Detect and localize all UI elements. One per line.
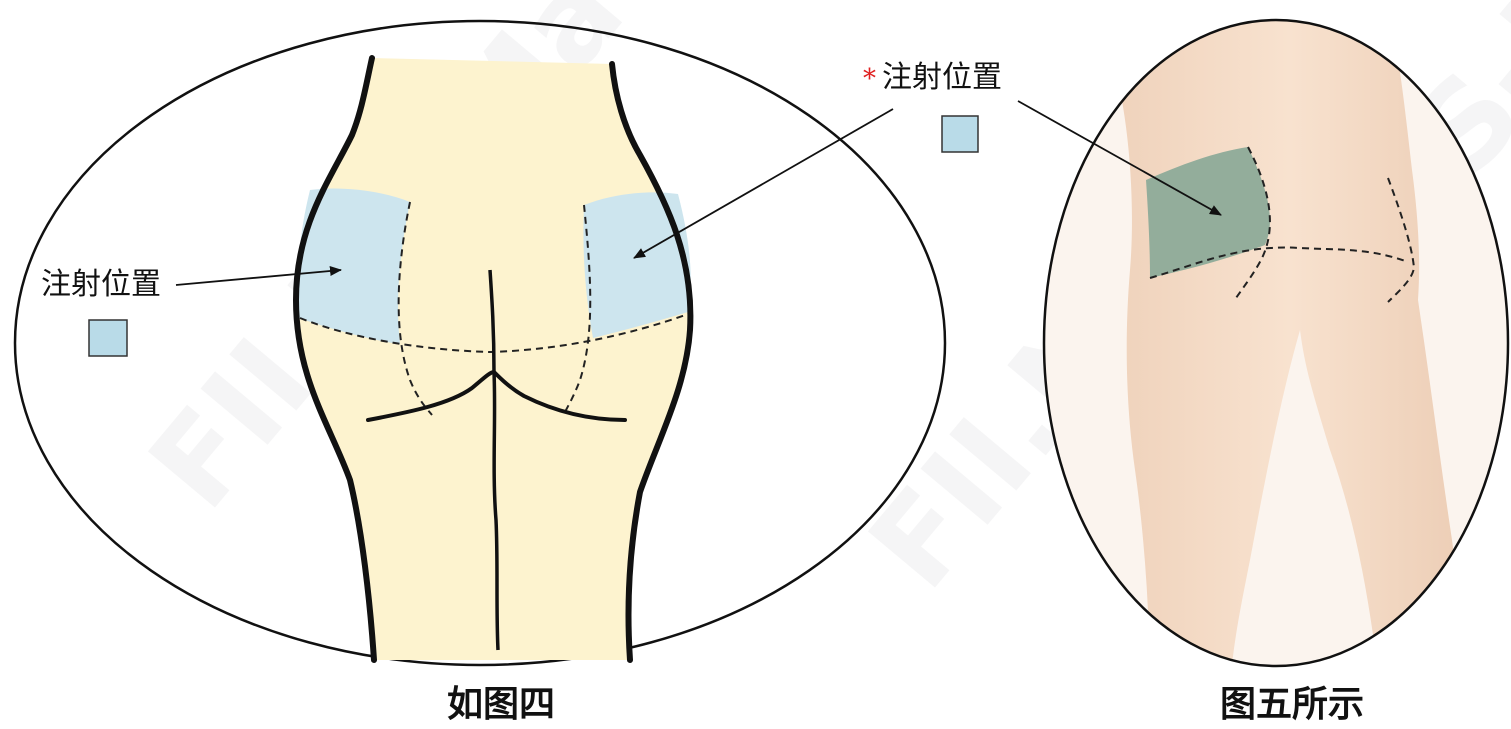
left-gluteal-cleft bbox=[488, 269, 500, 651]
left-injection-zone-right bbox=[583, 192, 691, 338]
right-injection-zone bbox=[1146, 147, 1270, 278]
left-injection-zone-left bbox=[297, 188, 410, 344]
left-body-outline-left bbox=[292, 55, 377, 663]
right-dashed-line-horizontal bbox=[1149, 246, 1409, 279]
right-photo-region bbox=[1044, 20, 1508, 666]
left-injection-label: 注射位置 bbox=[41, 267, 161, 302]
right-injection-label: 注射位置 bbox=[882, 60, 1002, 95]
left-legend-swatch bbox=[88, 319, 128, 357]
left-figure-caption: 如图四 bbox=[447, 683, 556, 725]
right-legend-swatch bbox=[941, 115, 979, 153]
left-frame-ellipse bbox=[13, 19, 947, 667]
left-dashed-line-left-curve bbox=[397, 201, 433, 416]
asterisk-marker: * bbox=[863, 64, 876, 94]
right-dashed-line-zone-edge bbox=[1235, 146, 1271, 299]
right-injection-label-row: *注射位置 bbox=[863, 63, 1002, 93]
left-gluteal-fold bbox=[366, 369, 627, 422]
right-frame-ellipse bbox=[1042, 18, 1510, 668]
right-figure-caption: 图五所示 bbox=[1220, 683, 1365, 725]
right-pointer-arrow-to-photo bbox=[1017, 100, 1222, 216]
left-body-outline-right bbox=[609, 61, 694, 663]
left-dashed-line-horizontal bbox=[299, 313, 689, 354]
right-dashed-line-far-side bbox=[1387, 177, 1416, 303]
right-pointer-arrow-to-left-figure bbox=[633, 108, 894, 259]
left-pointer-arrow bbox=[175, 266, 342, 286]
